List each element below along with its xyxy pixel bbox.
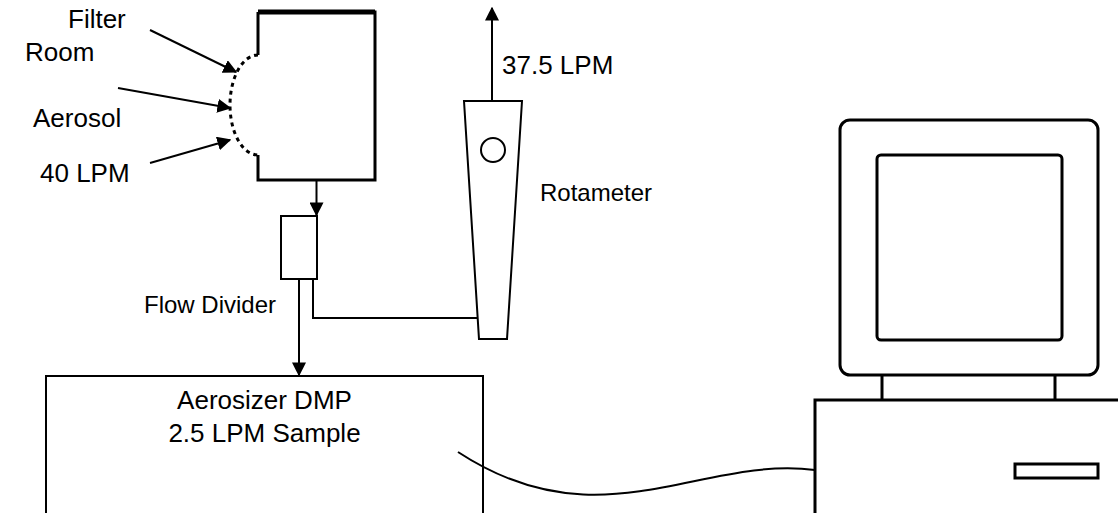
flow-label: Room: [25, 37, 94, 68]
flow-label: Aerosol: [33, 103, 121, 134]
flow-connector: [298, 280, 300, 375]
filter-outline: [258, 12, 375, 180]
filter-housing: Filter: [258, 12, 375, 180]
part-label: Rotameter: [540, 179, 652, 208]
flow-label: 40 LPM: [40, 158, 130, 189]
flow-connector: [316, 180, 318, 215]
instrument-name: Aerosizer DMP: [47, 385, 482, 416]
part-label: Filter: [68, 4, 126, 35]
rotameter-outline: [463, 100, 523, 340]
float-ball: [481, 138, 505, 162]
instrument-box: Aerosizer DMP2.5 LPM Sample: [45, 375, 484, 513]
leader-arrow: [150, 30, 236, 72]
flow-rate: 2.5 LPM Sample: [47, 418, 482, 449]
exhaust-arrow: [491, 8, 493, 100]
tapered-tube: [464, 101, 522, 339]
flow-connector: [313, 280, 493, 340]
filter-membrane: [230, 55, 258, 155]
data-cable: [458, 452, 815, 495]
part-label: Flow Divider: [144, 291, 276, 320]
computer: [815, 120, 1118, 513]
housing-top: [258, 10, 375, 15]
leader-arrow: [150, 140, 230, 163]
flow-label: 37.5 LPM: [502, 50, 613, 81]
leader-arrow: [118, 88, 230, 108]
flow-divider-box: Flow Divider: [280, 215, 318, 280]
housing-outline: [258, 12, 375, 180]
rotameter: Rotameter: [463, 100, 523, 340]
